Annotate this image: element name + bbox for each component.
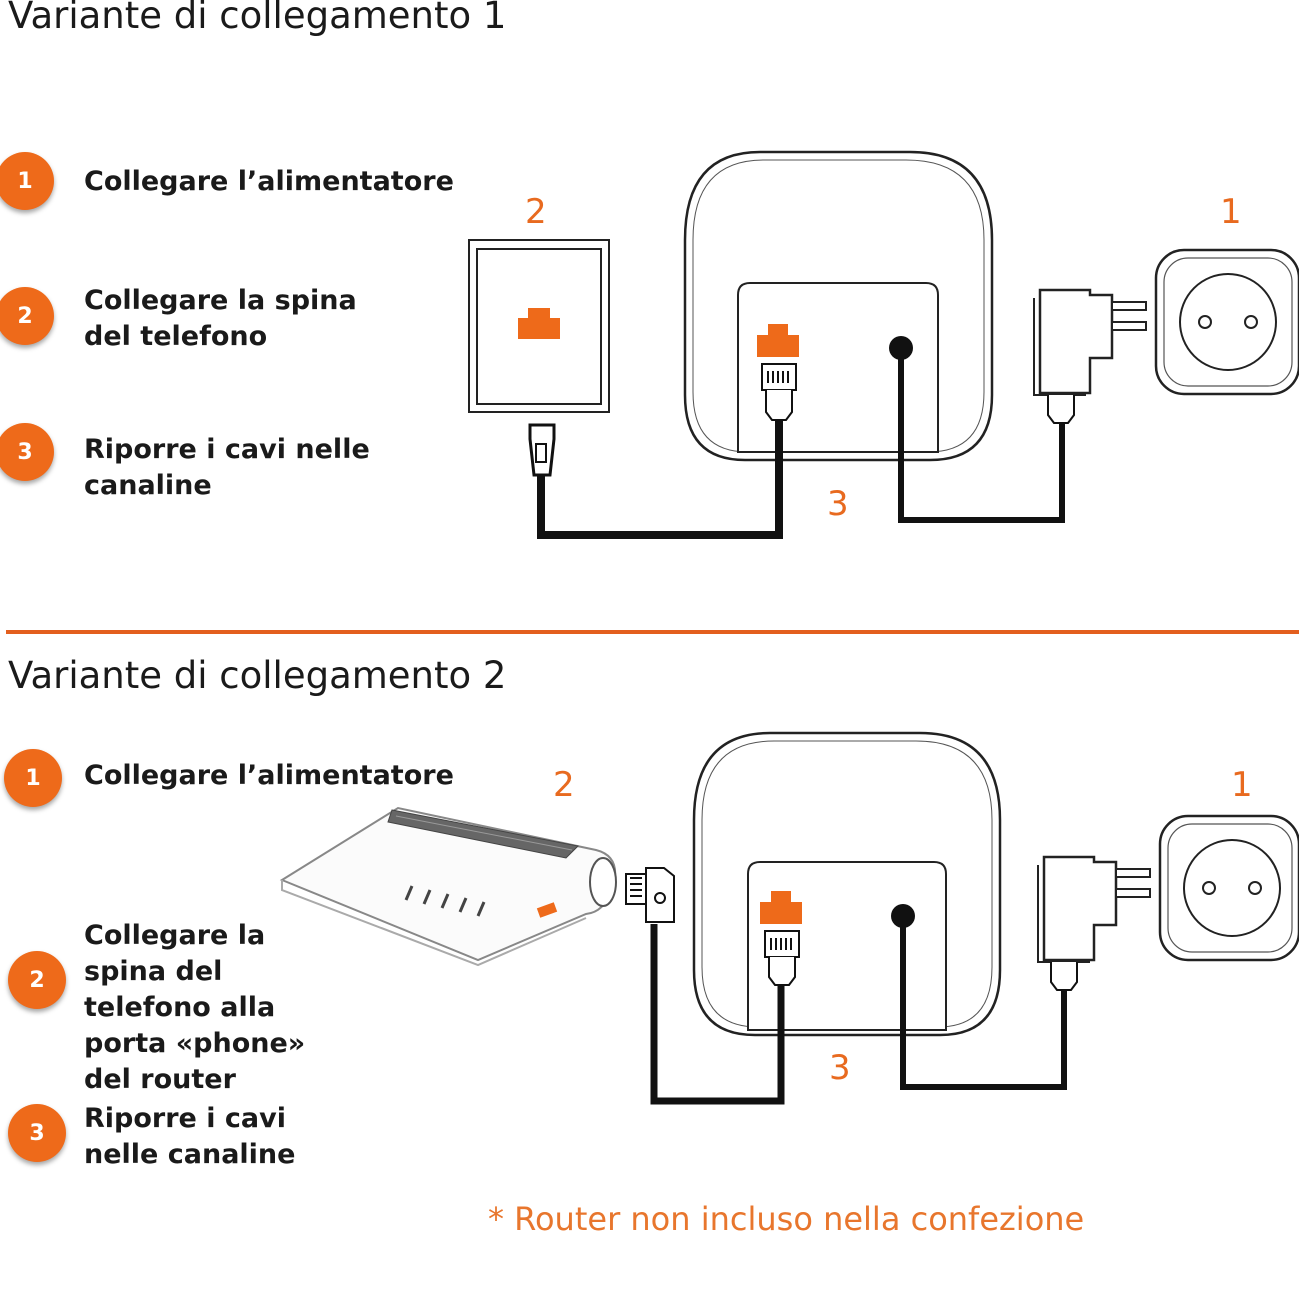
wall-phone-jack-icon bbox=[468, 239, 610, 413]
rj11-plug-icon bbox=[761, 363, 797, 421]
rj11-plug-icon bbox=[764, 930, 800, 986]
rj11-plug-icon bbox=[625, 867, 675, 923]
step-number-badge: 2 bbox=[0, 287, 54, 345]
section-divider bbox=[6, 630, 1299, 634]
step-text: Collegare l’alimentatore bbox=[84, 760, 454, 791]
step-number-badge: 1 bbox=[0, 152, 54, 210]
diagram-label-wall-jack: 2 bbox=[525, 192, 547, 232]
step-number-badge: 2 bbox=[8, 951, 66, 1009]
diagram-label-router: 2 bbox=[553, 765, 575, 805]
router-icon bbox=[279, 806, 617, 967]
diagram-2: 2 1 3 bbox=[279, 731, 1299, 1105]
variant-1-title: Variante di collegamento 1 bbox=[8, 0, 507, 37]
step-number-badge: 3 bbox=[0, 423, 54, 481]
diagram-1: 2 1 3 bbox=[468, 150, 1299, 539]
step-text: Collegare l’alimentatore bbox=[84, 166, 454, 197]
power-adapter-icon bbox=[1037, 855, 1151, 991]
step-text: Collegare la spina del telefono alla por… bbox=[84, 920, 306, 1095]
diagram-label-cables: 3 bbox=[827, 484, 849, 524]
wall-socket-icon bbox=[1158, 814, 1299, 962]
diagram-label-cables: 3 bbox=[829, 1048, 851, 1088]
diagram-label-adapter: 1 bbox=[1220, 192, 1242, 232]
wall-socket-icon bbox=[1154, 248, 1299, 396]
power-adapter-icon bbox=[1033, 288, 1147, 424]
base-station-icon bbox=[692, 731, 1002, 1037]
step-text: Riporre i cavi nelle canaline bbox=[84, 1103, 296, 1170]
variant-2-title: Variante di collegamento 2 bbox=[8, 654, 507, 697]
diagram-label-adapter: 1 bbox=[1231, 765, 1253, 805]
step-number-badge: 1 bbox=[4, 749, 62, 807]
step-text: Riporre i cavi nelle canaline bbox=[84, 434, 370, 501]
step-text: Collegare la spina del telefono bbox=[84, 285, 357, 352]
step-number-badge: 3 bbox=[8, 1104, 66, 1162]
tae-plug-icon bbox=[528, 423, 556, 477]
base-station-icon bbox=[683, 150, 994, 462]
router-footnote: * Router non incluso nella confezione bbox=[488, 1200, 1085, 1238]
